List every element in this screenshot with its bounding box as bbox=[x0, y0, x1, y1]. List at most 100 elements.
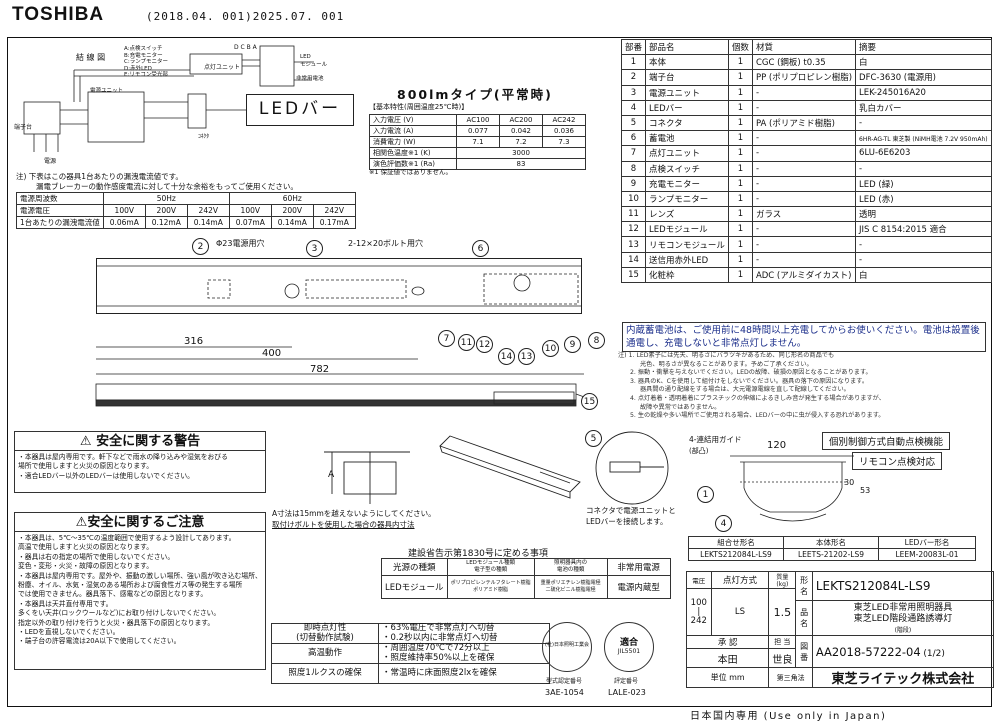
dim-53: 53 bbox=[860, 486, 871, 495]
callout-12: 12 bbox=[476, 336, 493, 353]
caution-line: ・本器具は屋内専用です。屋外や、振動の激しい場所、強い風が吹き込む場所、 bbox=[18, 571, 262, 580]
caution-line: 変色・変形・火災・故障の原因となります。 bbox=[18, 562, 154, 571]
dim-316: 316 bbox=[184, 336, 204, 347]
jil-seal-left: (社)日本照明工業会 bbox=[542, 622, 592, 672]
doc-id: (2018.04. 001)2025.07. 001 bbox=[146, 10, 345, 23]
caution-line: ・端子台の許容電流は20A以下で使用してください。 bbox=[18, 637, 181, 646]
brand-logo: TOSHIBA bbox=[12, 4, 105, 25]
detail-circle bbox=[595, 431, 669, 505]
callout-10: 10 bbox=[542, 340, 559, 357]
dim-a: A bbox=[328, 470, 335, 480]
caution-line: 多くをい天井(ロックウールなど)にお取り付けしないでください。 bbox=[18, 609, 221, 618]
jil-seal-right: 適合 JIL5501 bbox=[604, 622, 654, 672]
wiring-lines bbox=[23, 45, 314, 152]
caution-line: 指定以外の取り付けを行うと火災・器具落下の原因となります。 bbox=[18, 618, 215, 627]
callout-15: 15 bbox=[581, 393, 598, 410]
caution-line: ・器具は右の指定の場所で使用しないでください。 bbox=[18, 552, 175, 561]
top-view-detail bbox=[96, 265, 582, 307]
title-block: 電圧 点灯方式 質量(kg) 形名 LEKTS212084L-LS9 100 |… bbox=[685, 571, 994, 688]
feature-remote: リモコン点検対応 bbox=[852, 452, 943, 470]
side-view bbox=[95, 373, 599, 407]
hole-power-label: Φ23電源用穴 bbox=[216, 239, 265, 248]
standard-table: 光源の種類 LEDモジュール種類 電子型の種類 照明器具内の 電池の種類 非常用… bbox=[381, 558, 671, 599]
spec-note: ※1 保証値ではありません。 bbox=[369, 168, 452, 176]
body-top-outline bbox=[96, 258, 582, 314]
wiring-legend: A:点検スイッチ B:充電モニター C:ランプモニター D:赤外LED E:リモ… bbox=[124, 46, 169, 78]
callout-8: 8 bbox=[588, 332, 605, 349]
notes: 注) 1. LED素子には先天、明るさにバラツキがあるため、同じ形名の商品でも光… bbox=[618, 352, 885, 420]
callout-9: 9 bbox=[564, 336, 581, 353]
dim-400: 400 bbox=[262, 348, 282, 359]
caution-line: ・本器具は天井直付専用です。 bbox=[18, 599, 113, 608]
caution-line: ・LEDを直視しないでください。 bbox=[18, 628, 120, 637]
caution-line: 高温で使用しますと火災の原因となります。 bbox=[18, 543, 154, 552]
type-title: 800lmタイプ(平常時) bbox=[397, 87, 553, 102]
connector-label: ｺﾈｸﾀ bbox=[198, 134, 210, 140]
top-view: 2 Φ23電源用穴 3 2-12×20ボルト用穴 6 7 11 12 14 13… bbox=[96, 238, 618, 378]
wiring-diagram: 結 線 図 A:点検スイッチ B:充電モニター C:ランプモニター D:赤外LE… bbox=[14, 40, 364, 170]
performance-table: 即時点灯性 (切替動作試験)・63%電圧で非常点灯へ切替 ・0.2秒以内に非常点… bbox=[271, 623, 550, 684]
spec-caption: 【基本特性(周囲温度25℃時)】 bbox=[369, 103, 469, 111]
power-unit-label: 電源ユニット bbox=[90, 88, 124, 94]
guide-label: 4-連結用ガイド bbox=[689, 435, 742, 444]
callout-4: 4 bbox=[715, 515, 732, 532]
leakage-note: 注) 下表はこの器具1台あたりの漏洩電流値です。 漏電ブレーカーの動作感度電流に… bbox=[16, 172, 298, 191]
callout-14: 14 bbox=[498, 348, 515, 365]
seal-left-no: 3AE-1054 bbox=[545, 688, 584, 697]
warning-body: ・本器具は屋内専用です。軒下などで雨水の降り込みや湿気をおびる 場所で使用します… bbox=[14, 451, 266, 493]
footer-domestic: 日本国内専用 (Use only in Japan) bbox=[690, 711, 887, 722]
top-dim-lines bbox=[96, 346, 418, 360]
caution-line: ・本器具は、5℃〜35℃の温度範囲で使用するよう設計してあります。 bbox=[18, 534, 236, 542]
battery-notice: 内蔵蓄電池は、ご使用前に48時間以上充電してからお使いください。電池は設置後通電… bbox=[622, 322, 986, 352]
callout-1: 1 bbox=[697, 486, 714, 503]
warning-title: ⚠ 安全に関する警告 bbox=[14, 431, 266, 451]
lighting-unit-label: 点灯ユニット bbox=[204, 64, 241, 71]
callout-13: 13 bbox=[518, 348, 535, 365]
connector-note: コネクタで電源ユニットと LEDバーを接続します。 bbox=[586, 506, 676, 526]
caution-title: ⚠安全に関するご注意 bbox=[14, 512, 266, 532]
callout-6: 6 bbox=[472, 240, 489, 257]
dim-30: 30 bbox=[844, 478, 855, 487]
led-module-label: LED モジュール bbox=[300, 54, 328, 68]
hole-bolt-label: 2-12×20ボルト用穴 bbox=[348, 239, 424, 248]
drawing-frame bbox=[7, 37, 992, 707]
guide-sub: (部凸) bbox=[689, 447, 709, 455]
seal-left-label: 型式認定番号 bbox=[546, 678, 583, 685]
connector-letters: D C B A bbox=[234, 44, 257, 51]
callout-11: 11 bbox=[458, 334, 475, 351]
dim-782: 782 bbox=[310, 364, 330, 375]
callout-3: 3 bbox=[306, 240, 323, 257]
callout-5: 5 bbox=[585, 430, 602, 447]
power-label: 電源 bbox=[44, 158, 57, 165]
callout-7: 7 bbox=[438, 330, 455, 347]
led-bar-box: LEDバー bbox=[246, 94, 354, 126]
end-view bbox=[730, 455, 854, 522]
feature-auto-check: 個別制御方式自動点検機能 bbox=[822, 432, 951, 450]
caution-line: では使用できません。器具落下、感電などの原因となります。 bbox=[18, 590, 208, 599]
mount-detail bbox=[324, 451, 410, 504]
seal-right-label: 評定番号 bbox=[614, 678, 639, 685]
mount-note: A寸法は15mmを越えないようにしてください。 取付けボルトを使用した場合の器具… bbox=[272, 509, 436, 529]
battery-label: 非常用電池 bbox=[296, 76, 324, 82]
standard-title: 建設省告示第1830号に定める事項 bbox=[408, 549, 548, 559]
dim-120: 120 bbox=[767, 440, 787, 451]
terminal-label: 端子台 bbox=[14, 124, 33, 131]
wiring-title: 結 線 図 bbox=[76, 53, 106, 62]
